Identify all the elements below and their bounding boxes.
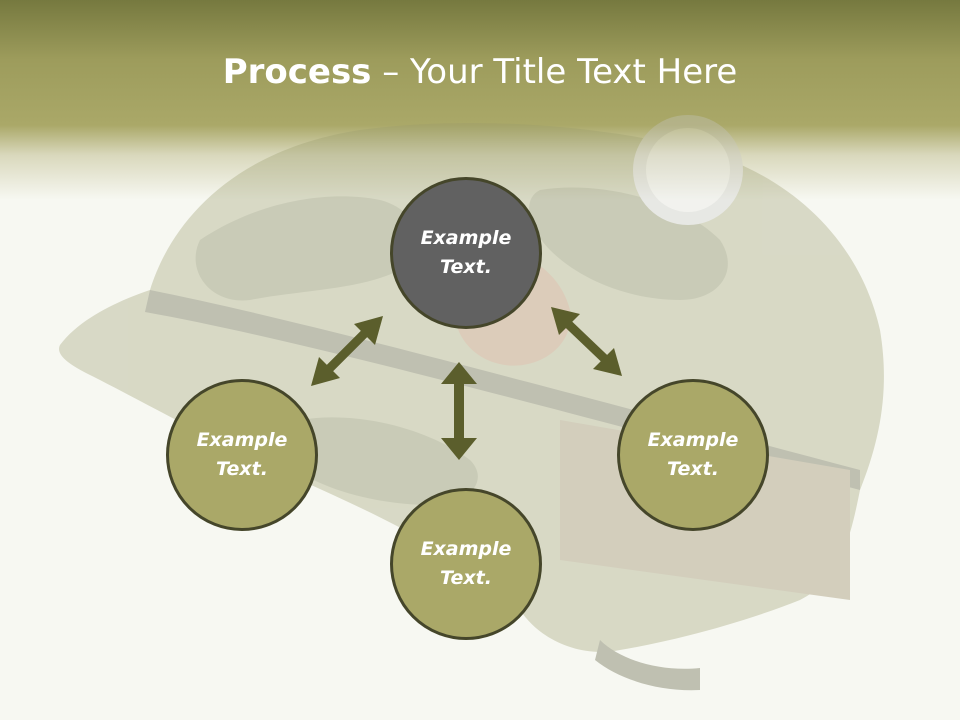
node-bottom-label: Example Text. [420,538,512,589]
node-left-label: Example Text. [196,429,288,480]
process-node-bottom: Example Text. [390,488,542,640]
title-bold: Process [222,52,372,92]
node-right-label: Example Text. [647,429,739,480]
arrow-vertical [441,362,477,460]
process-node-right: Example Text. [617,379,769,531]
title-rest: – Your Title Text Here [371,52,738,92]
arrow-top-left [311,316,383,386]
process-node-top: Example Text. [390,177,542,329]
process-node-left: Example Text. [166,379,318,531]
slide-title: Process – Your Title Text Here [0,52,960,92]
title-banner [0,0,960,200]
arrow-top-right [551,307,622,376]
node-top-label: Example Text. [420,227,512,278]
